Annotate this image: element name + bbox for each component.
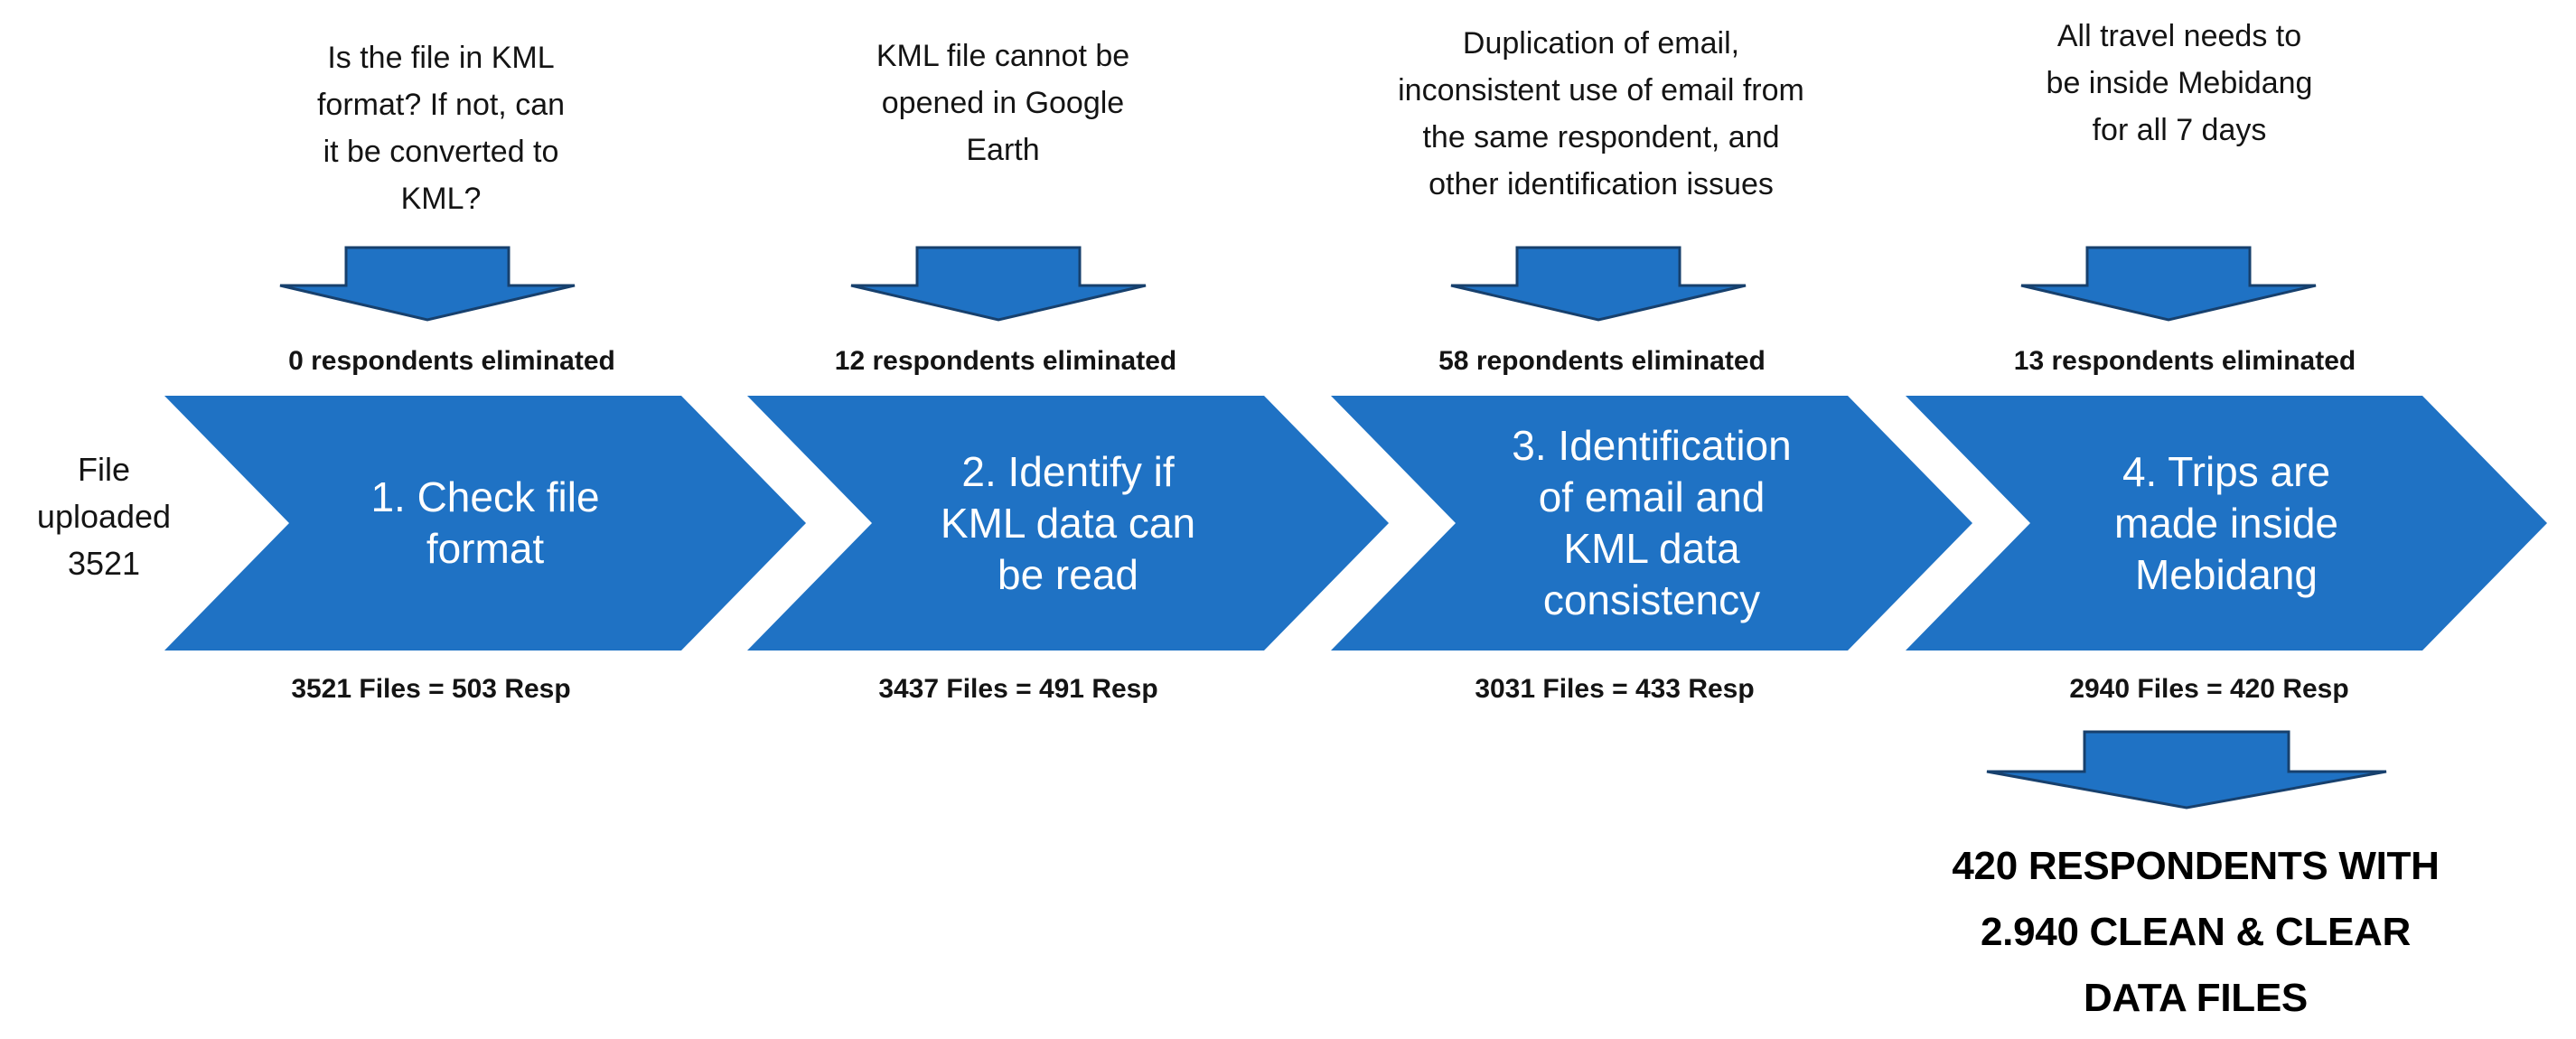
result-label-step-4: 2940 Files = 420 Resp (2069, 674, 2349, 704)
file-uploaded-label: File uploaded 3521 (36, 451, 172, 582)
down-arrow-icon (2020, 246, 2317, 322)
down-arrow-icon (279, 246, 576, 322)
down-arrow-icon (850, 246, 1147, 322)
eliminated-count-step-3: 58 repondents eliminated (1438, 346, 1766, 376)
eliminated-count-step-1: 0 respondents eliminated (288, 346, 615, 376)
final-down-arrow-icon (1986, 730, 2387, 810)
annotation-step-3: Duplication of email, inconsistent use o… (1398, 26, 1804, 201)
eliminated-count-step-4: 13 respondents eliminated (2013, 346, 2356, 376)
chevron-step-2: 2. Identify if KML data can be read (747, 396, 1389, 651)
eliminated-count-step-2: 12 respondents eliminated (834, 346, 1177, 376)
chevron-step-1: 1. Check file format (164, 396, 806, 651)
result-label-step-1: 3521 Files = 503 Resp (291, 674, 571, 704)
result-label-step-2: 3437 Files = 491 Resp (878, 674, 1158, 704)
chevron-step-4: 4. Trips are made inside Mebidang (1906, 396, 2547, 651)
annotation-step-2: KML file cannot be opened in Google Eart… (876, 39, 1130, 167)
down-arrow-icon (1450, 246, 1747, 322)
annotation-step-4: All travel needs to be inside Mebidang f… (2046, 19, 2313, 147)
annotation-step-1: Is the file in KML format? If not, can i… (316, 41, 566, 216)
result-label-step-3: 3031 Files = 433 Resp (1475, 674, 1755, 704)
final-summary: 420 RESPONDENTS WITH 2.940 CLEAN & CLEAR… (1952, 844, 2440, 1020)
chevron-step-3: 3. Identification of email and KML data … (1331, 396, 1972, 651)
